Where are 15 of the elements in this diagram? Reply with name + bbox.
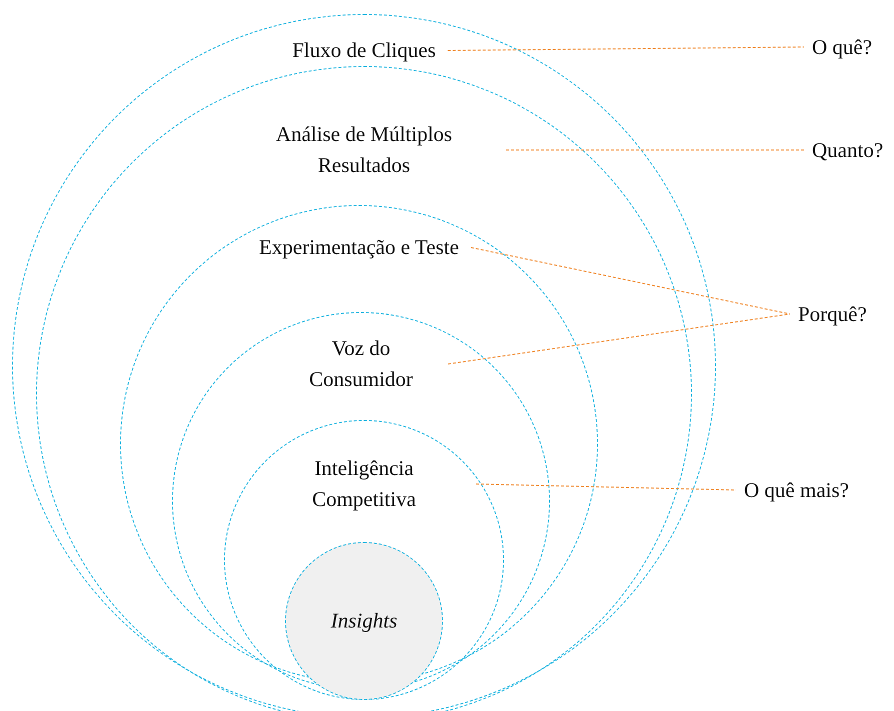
leader-line (447, 46, 804, 51)
question-label: O quê? (812, 34, 872, 60)
circle-label: Fluxo de Cliques (292, 37, 436, 64)
circle (224, 420, 504, 700)
circle-label: Inteligência Competitiva (311, 455, 417, 513)
circle-label: Insights (330, 608, 398, 634)
circle-label: Voz do Consumidor (308, 335, 414, 393)
circle-label: Experimentação e Teste (259, 234, 459, 261)
question-label: O quê mais? (744, 477, 849, 503)
question-label: Porquê? (798, 301, 867, 327)
question-label: Quanto? (812, 137, 884, 163)
circle-label: Análise de Múltiplos Resultados (274, 121, 454, 179)
leader-line (476, 484, 736, 490)
leader-line (448, 314, 790, 364)
leader-line (470, 247, 790, 314)
